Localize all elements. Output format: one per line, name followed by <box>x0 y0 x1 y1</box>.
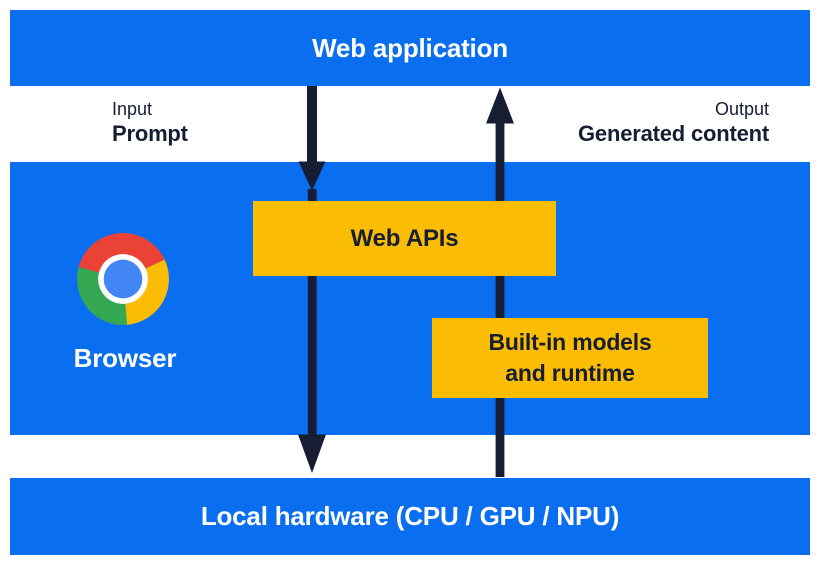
builtin-models-box: Built-in models and runtime <box>432 318 708 398</box>
local-hardware-bar: Local hardware (CPU / GPU / NPU) <box>10 478 810 555</box>
generated-content-label: Generated content <box>578 121 769 146</box>
prompt-label: Prompt <box>112 121 188 146</box>
input-caption: Input <box>112 99 153 119</box>
web-application-label: Web application <box>312 32 508 63</box>
builtin-models-line1: Built-in models <box>488 329 652 355</box>
local-hardware-label: Local hardware (CPU / GPU / NPU) <box>200 501 620 531</box>
input-label-group: Input Prompt <box>112 98 188 147</box>
web-apis-box: Web APIs <box>253 201 556 276</box>
browser-label: Browser <box>73 343 177 373</box>
output-caption: Output <box>714 99 769 119</box>
chrome-icon <box>77 233 169 325</box>
web-apis-label: Web APIs <box>350 224 459 252</box>
output-label-group: Output Generated content <box>578 98 769 147</box>
web-application-bar: Web application <box>10 10 810 86</box>
builtin-models-line2: and runtime <box>505 360 635 386</box>
